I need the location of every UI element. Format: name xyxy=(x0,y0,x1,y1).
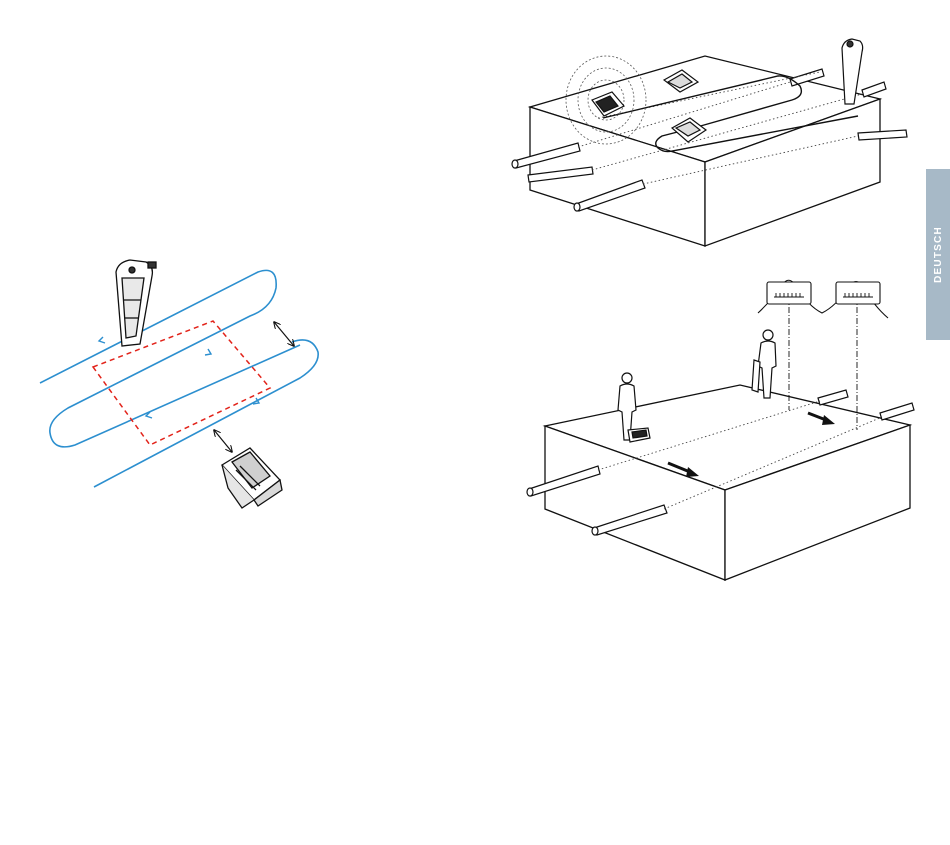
language-tab[interactable]: DEUTSCH xyxy=(926,169,950,340)
language-tab-label: DEUTSCH xyxy=(933,226,944,283)
ground-block xyxy=(530,56,880,246)
signal-generator-icon xyxy=(222,448,282,508)
search-area-outline xyxy=(93,321,270,445)
perpendicular-path-tracing-diagram xyxy=(512,39,907,246)
operator-with-locator-icon xyxy=(752,330,776,398)
grid-search-sweep-diagram xyxy=(40,260,318,508)
distance-arrow xyxy=(214,430,232,452)
two-person-sweep-diagram xyxy=(527,280,914,580)
sweep-path-lines xyxy=(40,270,318,487)
locator-device-icon xyxy=(116,260,156,346)
line-spacing-arrow xyxy=(274,322,294,346)
